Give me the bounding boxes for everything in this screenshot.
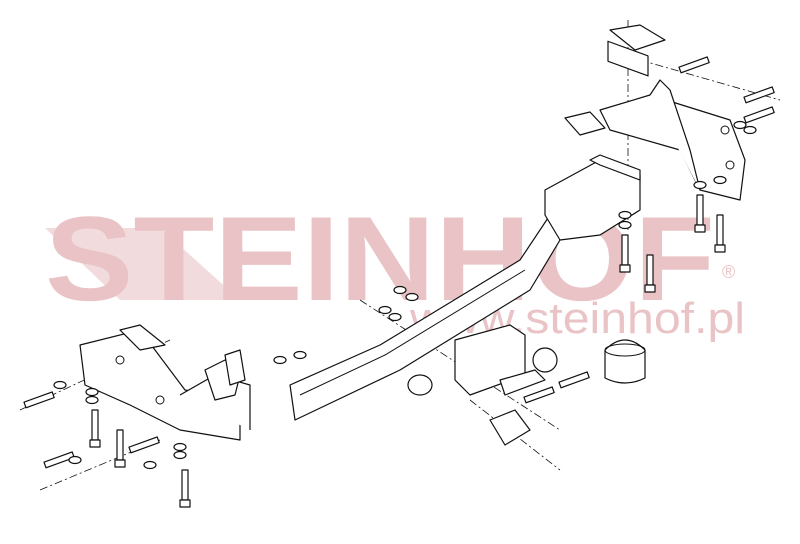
main-crossbeam <box>289 154 641 421</box>
electrical-socket <box>489 409 531 446</box>
washer-icon <box>733 120 747 130</box>
bolt-icon <box>621 234 629 266</box>
washer-icon <box>618 220 632 230</box>
bolt-icon <box>91 409 99 441</box>
socket-plate <box>407 374 433 396</box>
washer-icon <box>618 210 632 220</box>
bolt-icon <box>23 391 55 409</box>
washer-icon <box>273 355 287 365</box>
washer-icon <box>85 395 99 405</box>
bolt-icon <box>678 56 710 74</box>
bolt-icon <box>696 194 704 226</box>
bolt-icon <box>128 436 160 454</box>
bolt-icon <box>558 371 590 389</box>
registered-mark: ® <box>722 262 735 282</box>
washer-icon <box>405 292 419 302</box>
ball-cover-cap <box>604 339 646 384</box>
bolt-icon <box>646 254 654 286</box>
washer-icon <box>85 387 99 397</box>
bolt-icon <box>716 214 724 246</box>
bolt-icon <box>743 86 775 104</box>
washer-icon <box>378 305 392 315</box>
tow-ball-assembly <box>407 324 558 446</box>
left-mounting-bracket <box>79 324 251 441</box>
bolt-icon <box>743 106 775 124</box>
washer-icon <box>393 285 407 295</box>
bolt-icon <box>116 429 124 461</box>
bolt-icon <box>181 469 189 501</box>
right-mounting-bracket <box>564 24 746 201</box>
washer-icon <box>293 350 307 360</box>
bolt-icon <box>523 386 555 404</box>
washer-icon <box>743 125 757 135</box>
washer-icon <box>713 175 727 185</box>
bolt-icon <box>43 451 75 469</box>
washer-icon <box>388 312 402 322</box>
washer-icon <box>68 455 82 465</box>
washer-icon <box>53 380 67 390</box>
tow-ball <box>532 347 558 373</box>
washer-icon <box>173 442 187 452</box>
washer-icon <box>143 460 157 470</box>
washer-icon <box>693 180 707 190</box>
bolts-and-nuts <box>23 56 775 508</box>
logo-s-stripe <box>45 228 240 300</box>
washer-icon <box>173 450 187 460</box>
